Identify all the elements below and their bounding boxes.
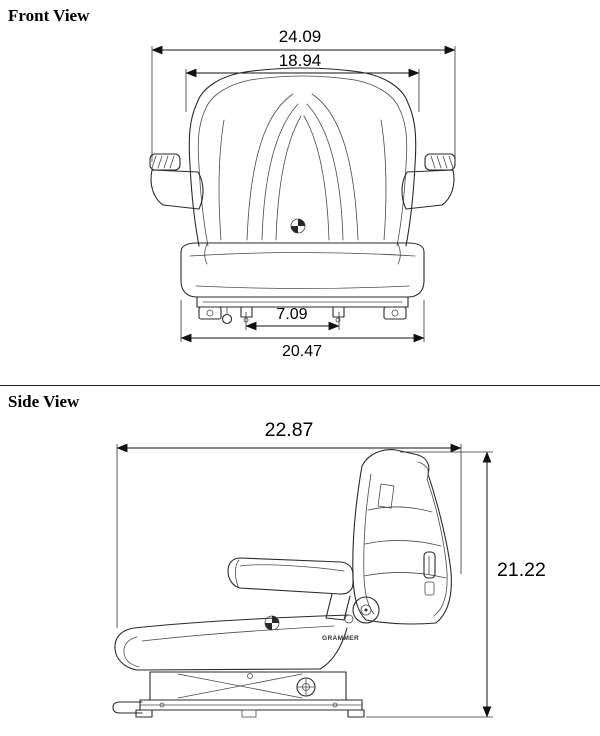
side-suspension-base <box>112 671 365 718</box>
dim-label-base-width: 20.47 <box>282 343 322 360</box>
dim-label-overall-width: 24.09 <box>279 27 322 46</box>
front-dim-backrest-width: 18.94 <box>185 51 420 112</box>
side-dim-overall-depth: 22.87 <box>116 419 462 628</box>
front-suspension-base <box>196 296 409 325</box>
front-view-title: Front View <box>8 6 90 25</box>
side-dim-overall-height: 21.22 <box>366 451 546 718</box>
front-seat-backrest <box>188 67 417 247</box>
cg-symbol-side <box>264 615 280 631</box>
dim-label-mount-spacing: 7.09 <box>276 306 307 323</box>
dim-label-overall-height: 21.22 <box>497 559 546 581</box>
brand-label: GRAMMER <box>322 635 359 642</box>
front-dim-base-width: 20.47 <box>180 300 425 360</box>
front-dim-mount-spacing: 7.09 <box>245 306 340 331</box>
section-divider <box>0 385 600 386</box>
front-view-drawing: 24.09 18.94 <box>149 27 456 360</box>
cg-symbol-front <box>290 218 306 234</box>
side-view-drawing: 22.87 21.22 <box>112 419 546 718</box>
side-armrest <box>227 557 354 621</box>
side-backrest <box>352 449 452 625</box>
front-armrest-right <box>401 153 456 210</box>
front-dim-overall-width: 24.09 <box>151 27 456 162</box>
side-view-title: Side View <box>8 392 80 411</box>
side-recline-knob <box>352 596 380 624</box>
dim-label-overall-depth: 22.87 <box>265 419 314 441</box>
front-armrest-left <box>149 153 204 210</box>
front-seat-cushion <box>180 242 425 298</box>
dim-label-backrest-width: 18.94 <box>279 51 322 70</box>
side-seat-cushion: GRAMMER <box>114 614 359 671</box>
